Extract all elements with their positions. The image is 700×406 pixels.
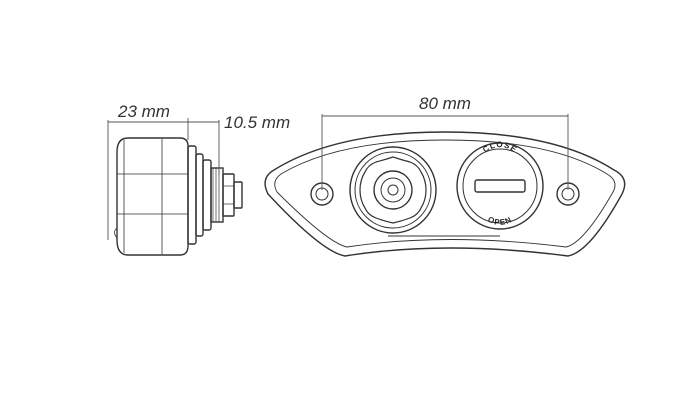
front-housing-outer — [264, 131, 626, 257]
socket-outer-ring — [373, 170, 413, 210]
side-view — [114, 137, 243, 256]
front-dimension-lines — [321, 114, 569, 190]
protective-cap — [456, 142, 544, 230]
cap-open-label: OPEN — [486, 215, 513, 227]
socket-assembly — [349, 146, 437, 234]
side-dimension-lines — [107, 118, 220, 240]
front-view — [264, 131, 626, 257]
side-view-body — [116, 137, 189, 256]
cap-close-label: CLOSE — [481, 140, 519, 154]
side-view-nut — [222, 173, 235, 217]
depth-dimension-label: 23 mm — [117, 102, 170, 121]
width-dimension-label: 80 mm — [419, 94, 471, 113]
cap-slot — [474, 179, 526, 193]
socket-pin — [387, 184, 399, 196]
front-housing-inner — [274, 139, 616, 248]
side-view-flange — [187, 145, 197, 245]
socket-scalloped-ring — [359, 156, 427, 224]
offset-dimension-label: 10.5 mm — [224, 113, 290, 132]
side-view-terminal — [233, 181, 243, 209]
